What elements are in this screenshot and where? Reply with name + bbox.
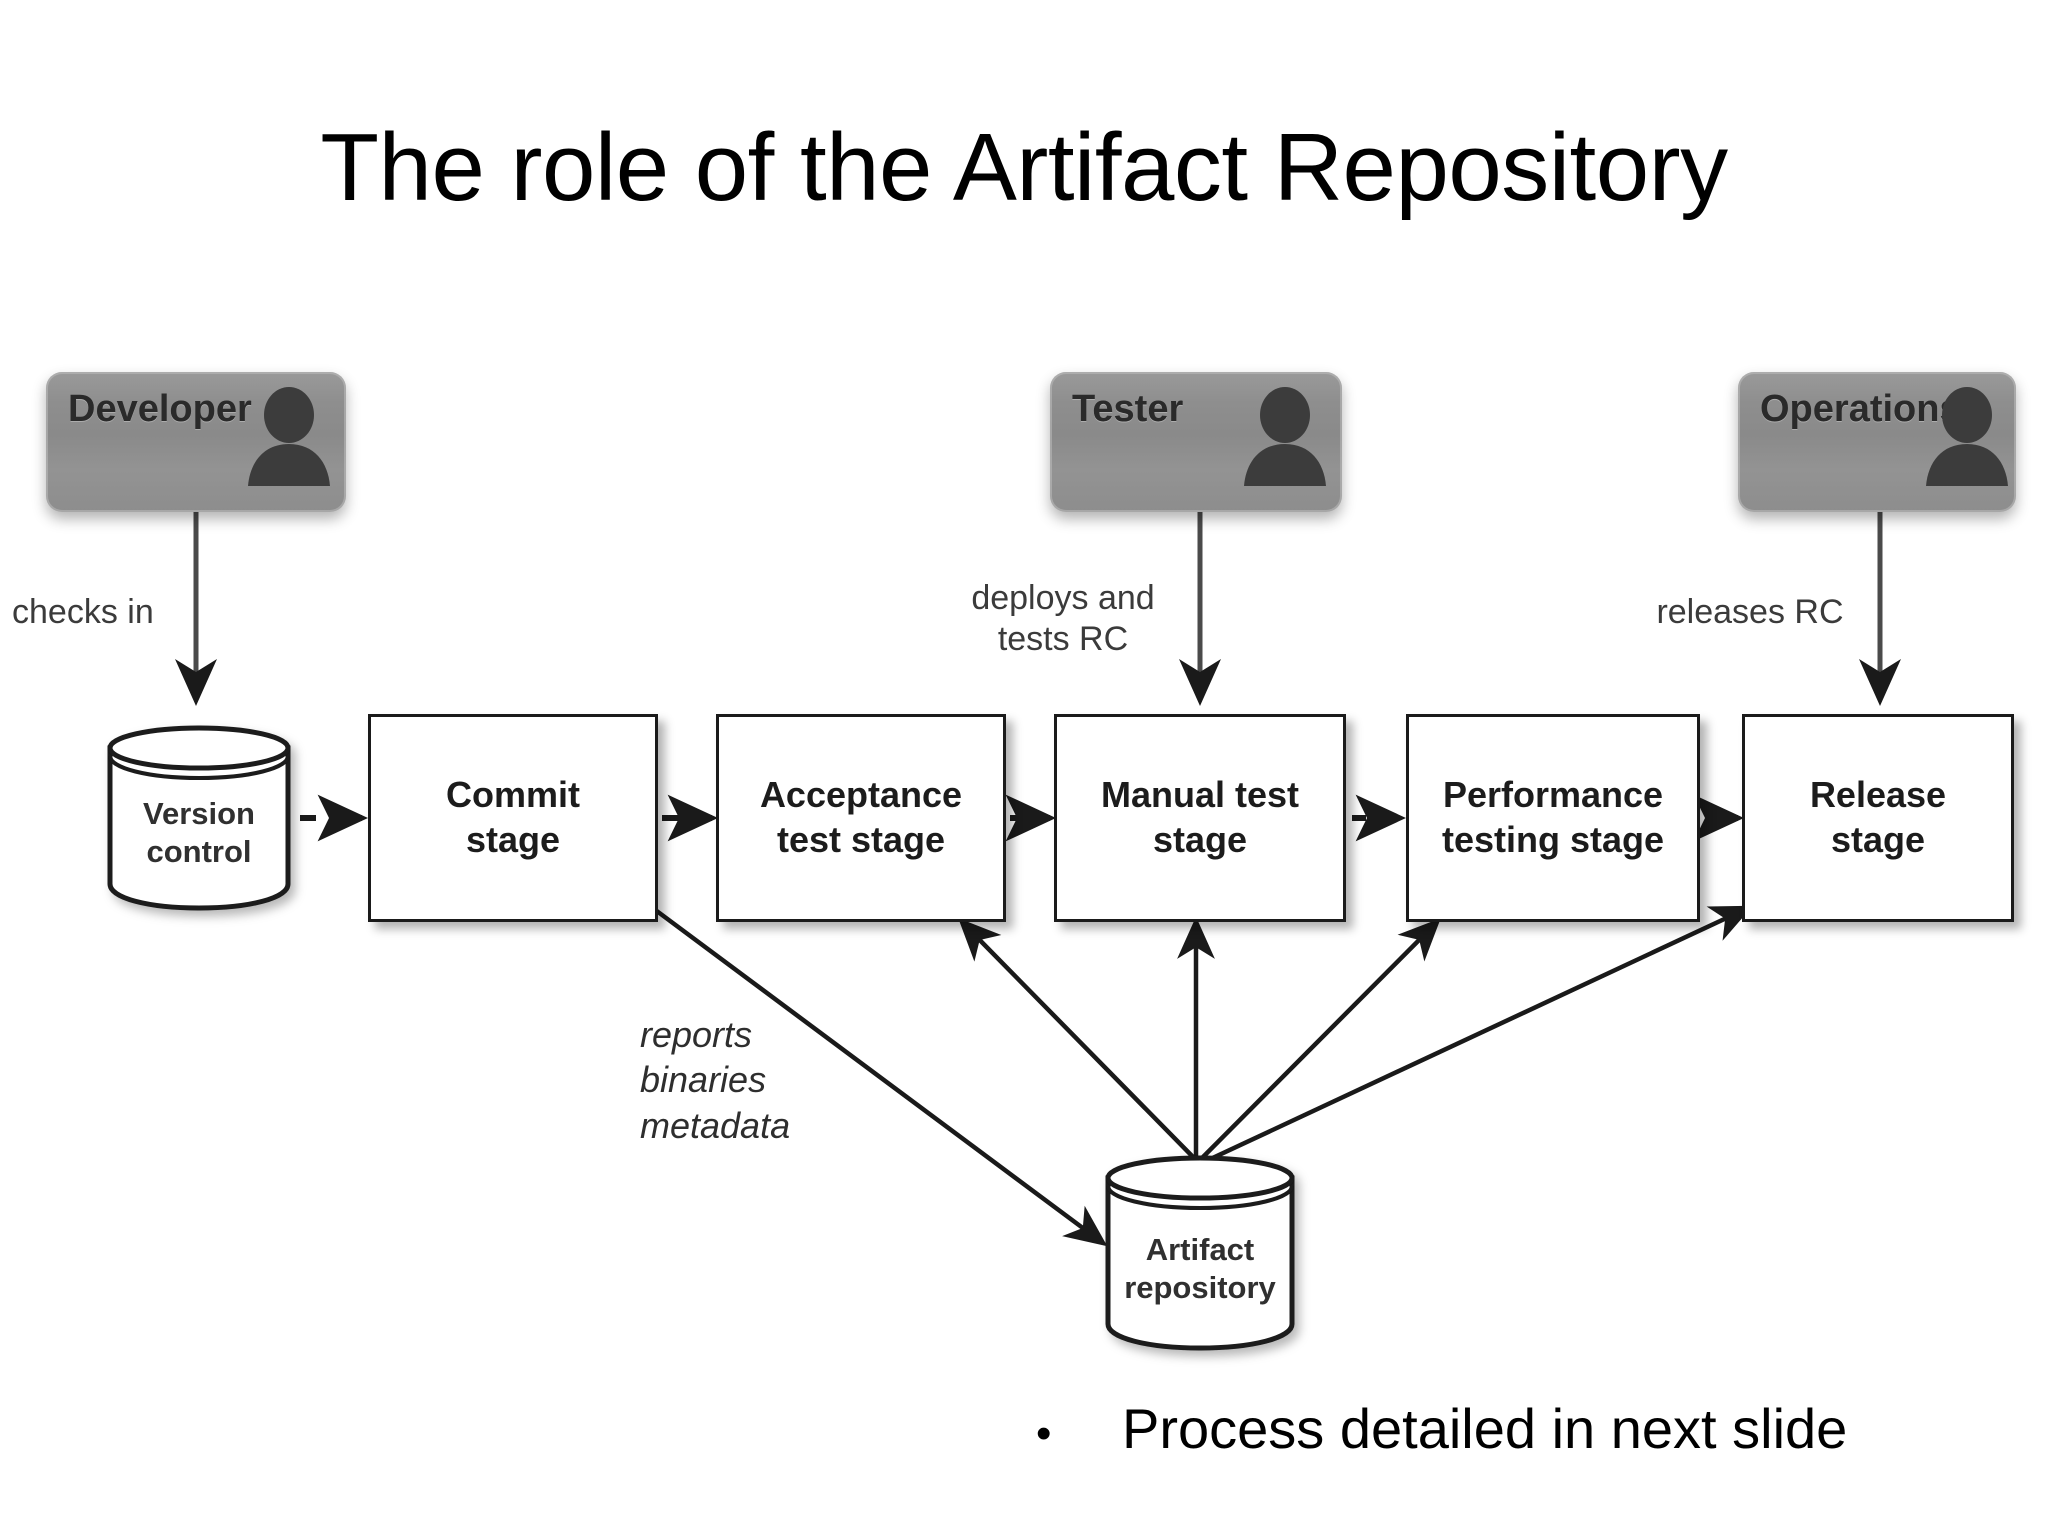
person-icon	[1924, 382, 2010, 486]
role-box-developer[interactable]: Developer	[46, 372, 346, 512]
edge-artifact-repository-to-release	[1203, 905, 1753, 1165]
stage-label-commit: Commit stage	[446, 774, 580, 860]
edge-artifact-repository-to-acceptance	[958, 918, 1198, 1162]
edge-artifact-repository-to-performance	[1198, 918, 1441, 1162]
stage-label-acceptance-test: Acceptance test stage	[759, 774, 963, 860]
role-box-tester[interactable]: Tester	[1050, 372, 1342, 512]
role-label-tester: Tester	[1072, 388, 1184, 430]
role-box-operations[interactable]: Operations	[1738, 372, 2016, 512]
diagram-connectors	[175, 508, 1901, 1247]
person-icon	[1242, 382, 1328, 486]
bullet-text: Process detailed in next slide	[1122, 1397, 1848, 1460]
pipeline-diagram: Developer Tester Operations	[12, 372, 2016, 1352]
role-label-operations: Operations	[1760, 388, 1961, 430]
edge-commit-to-artifact-repository	[648, 904, 1108, 1247]
stage-box-performance-testing[interactable]: Performance testing stage	[1406, 714, 1700, 922]
stage-box-commit[interactable]: Commit stage	[368, 714, 658, 922]
stage-label-manual-test: Manual test stage	[1100, 774, 1300, 860]
person-icon	[246, 382, 332, 486]
bullet-marker-icon: •	[1036, 1409, 1052, 1458]
stage-box-manual-test[interactable]: Manual test stage	[1054, 714, 1346, 922]
bullet-list-item: • Process detailed in next slide	[1036, 1398, 1976, 1460]
edge-label-deploys-and-tests-rc: deploys and tests RC	[971, 579, 1155, 658]
stage-box-acceptance-test[interactable]: Acceptance test stage	[716, 714, 1006, 922]
page-title: The role of the Artifact Repository	[320, 114, 1728, 221]
datastore-artifact-repository[interactable]: Artifact repository	[1102, 1152, 1298, 1352]
stage-label-release: Release stage	[1809, 774, 1947, 860]
edge-label-releases-rc: releases RC	[1656, 593, 1844, 631]
edge-label-reports-binaries-metadata: reports binaries metadata	[640, 1014, 791, 1146]
datastore-version-control[interactable]: Version control	[104, 722, 294, 911]
stage-label-performance-testing: Performance testing stage	[1441, 774, 1665, 860]
edge-label-checks-in: checks in	[12, 593, 154, 631]
cylinder-shape	[107, 725, 291, 911]
role-label-developer: Developer	[68, 388, 252, 430]
cylinder-shape	[1105, 1155, 1295, 1351]
stage-box-release[interactable]: Release stage	[1742, 714, 2014, 922]
